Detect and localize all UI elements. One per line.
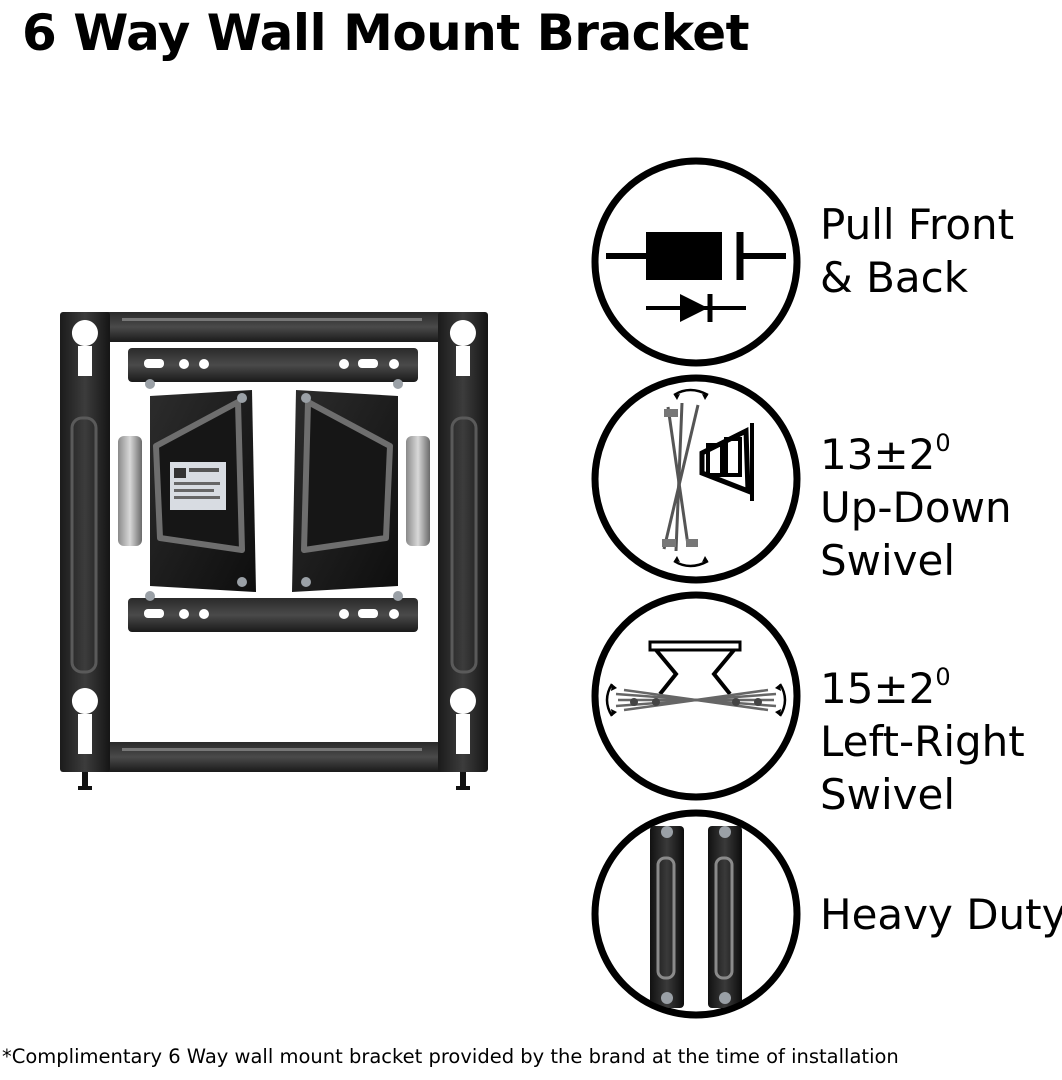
page-title: 6 Way Wall Mount Bracket [22,4,750,62]
feature-label-line: Swivel [820,770,956,819]
feature-left-right-swivel: 15±20 Left-Right Swivel [820,662,1025,821]
feature-label-line: Swivel [820,536,956,585]
degree-mark: 0 [935,663,951,691]
heavy-duty-icon [591,809,801,1019]
degree-mark: 0 [935,429,951,457]
angle-value: 15±2 [820,664,936,713]
feature-pull-front-back: Pull Front & Back [820,198,1014,304]
feature-label-line: Heavy Duty [820,890,1062,939]
feature-angle: 15±20 [820,662,1025,715]
angle-value: 13±2 [820,430,936,479]
feature-label-line: Up-Down [820,483,1012,532]
footnote: *Complimentary 6 Way wall mount bracket … [2,1045,899,1068]
feature-label-line: Pull Front [820,200,1015,249]
feature-label-line: & Back [820,253,969,302]
up-down-swivel-icon [591,374,801,584]
wall-mount-bracket-image [60,312,488,790]
feature-angle: 13±20 [820,428,1012,481]
feature-heavy-duty: Heavy Duty [820,888,1062,941]
left-right-swivel-icon [591,591,801,801]
feature-label-line: Left-Right [820,717,1025,766]
feature-up-down-swivel: 13±20 Up-Down Swivel [820,428,1012,587]
pull-front-back-icon [591,157,801,367]
